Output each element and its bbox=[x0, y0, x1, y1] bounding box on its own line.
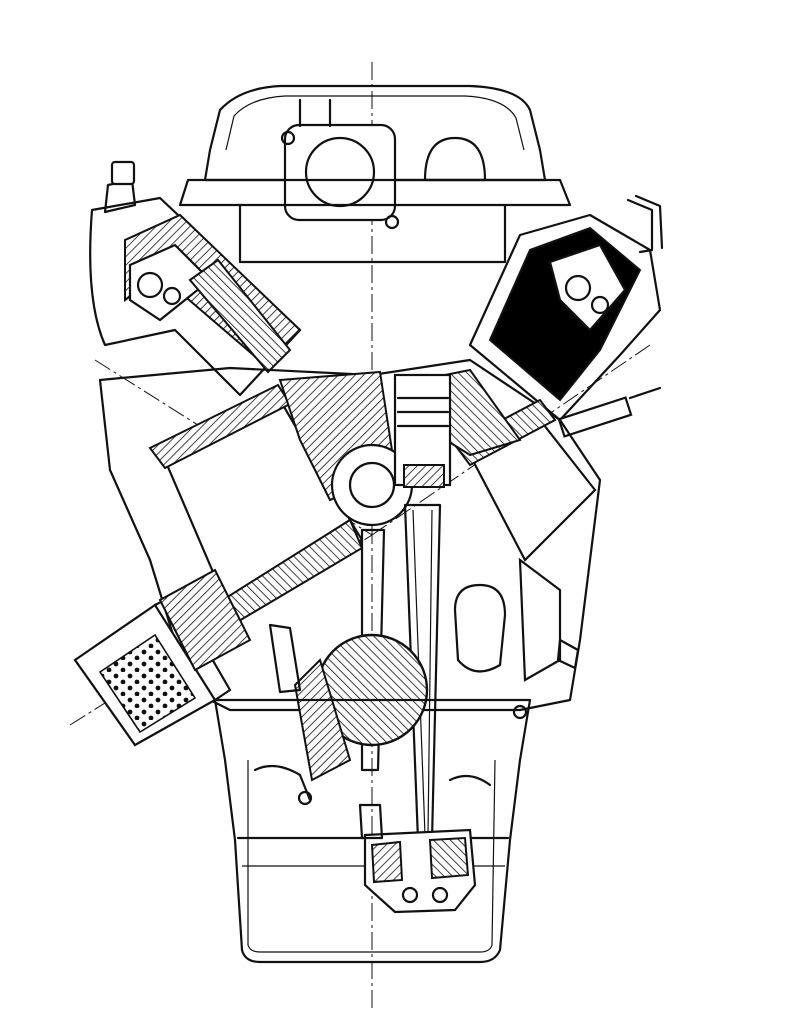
block-right-flange bbox=[297, 638, 580, 806]
oil-pump bbox=[358, 803, 477, 914]
right-cylinder-head bbox=[468, 194, 664, 438]
left-cylinder-head bbox=[89, 160, 302, 397]
throttle-port-left bbox=[283, 123, 397, 222]
spark-plug bbox=[557, 396, 633, 438]
oil-filter bbox=[73, 568, 252, 747]
crankshaft bbox=[268, 623, 429, 782]
intake-manifold bbox=[178, 84, 572, 264]
